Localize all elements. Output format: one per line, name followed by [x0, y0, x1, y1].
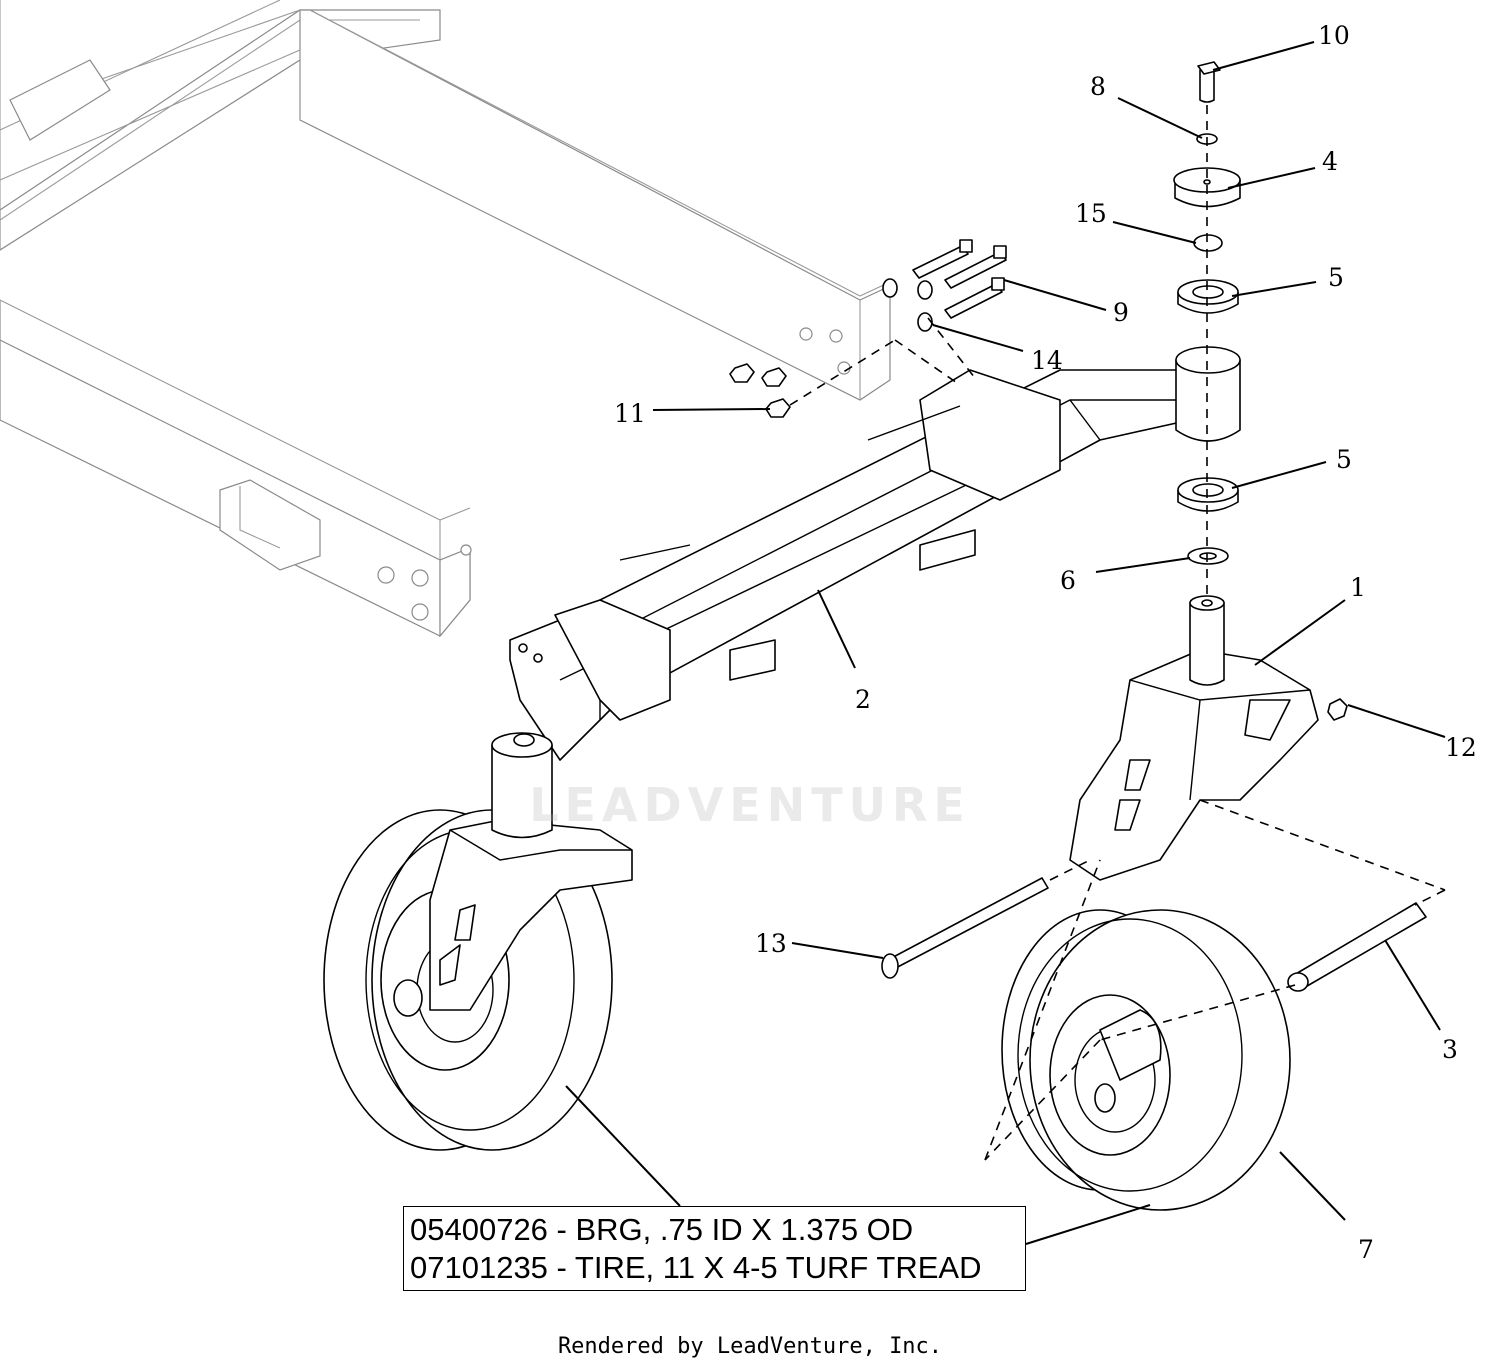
callout-14: 14 [1031, 346, 1063, 375]
callout-13: 13 [755, 929, 787, 958]
render-credit: Rendered by LeadVenture, Inc. [557, 1334, 943, 1359]
callout-10: 10 [1318, 21, 1350, 50]
callout-5-upper: 5 [1328, 263, 1344, 292]
front-axle [509, 369, 1191, 761]
callout-labels: 1 2 3 4 5 5 6 7 8 9 10 11 12 13 14 15 [614, 21, 1477, 1264]
callout-7: 7 [1358, 1235, 1374, 1264]
callout-4: 4 [1322, 147, 1338, 176]
callout-5-lower: 5 [1336, 445, 1352, 474]
bolt-set [729, 239, 1348, 721]
callout-9: 9 [1113, 298, 1129, 327]
hardware-stack [1173, 61, 1241, 565]
note-bearing: 05400726 - BRG, .75 ID X 1.375 OD [410, 1212, 914, 1247]
alignment-lines [789, 105, 1446, 1161]
caster-fork [1069, 595, 1319, 881]
callout-3: 3 [1442, 1035, 1458, 1064]
right-wheel [1001, 909, 1291, 1211]
pivot-tube [1175, 346, 1241, 442]
note-tire: 07101235 - TIRE, 11 X 4-5 TURF TREAD [410, 1250, 982, 1285]
parts-note-box: 05400726 - BRG, .75 ID X 1.375 OD 071012… [403, 1206, 1026, 1291]
callout-6: 6 [1060, 566, 1076, 595]
axle-bolt [881, 877, 1049, 979]
callout-2: 2 [855, 685, 871, 714]
callout-11: 11 [614, 399, 646, 428]
callout-12: 12 [1445, 733, 1477, 762]
callout-1: 1 [1350, 573, 1366, 602]
leader-lines [565, 41, 1446, 1245]
callout-8: 8 [1090, 72, 1106, 101]
watermark: LEADVENTURE [529, 778, 971, 832]
left-wheel [323, 732, 633, 1151]
callout-15: 15 [1075, 199, 1107, 228]
spacer-tube [1287, 902, 1427, 992]
mower-frame [0, 0, 891, 638]
